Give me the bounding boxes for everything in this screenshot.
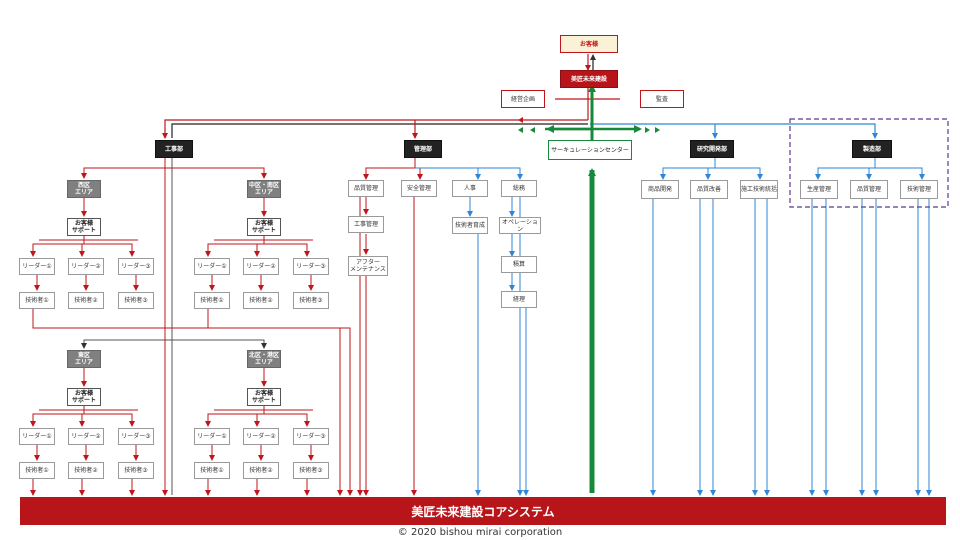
mgmt-construction: 工事管理: [348, 216, 384, 233]
dept-circulation: サーキュレーションセンター: [548, 140, 632, 160]
mfg-dashed-frame: [789, 118, 949, 208]
mfg-unit-1: 生産管理: [800, 180, 838, 199]
area-west: 西区 エリア: [67, 180, 101, 198]
circulation-arrowheads: [518, 117, 660, 133]
mgmt-hr: 人事: [452, 180, 488, 197]
leader-west-2: リーダー②: [68, 258, 104, 275]
support-east: お客様 サポート: [67, 388, 101, 406]
tech-north-2: 技術者②: [243, 462, 279, 479]
dept-management: 管理部: [404, 140, 442, 158]
planning-box: 経営企画: [501, 90, 545, 108]
mgmt-operations: オペレーション: [499, 217, 541, 234]
core-system-bar: 美匠未来建設コアシステム: [20, 497, 946, 525]
tech-north-1: 技術者①: [194, 462, 230, 479]
dept-rnd: 研究開発部: [690, 140, 734, 158]
mgmt-after: アフター メンテナンス: [348, 256, 388, 276]
leader-north-2: リーダー②: [243, 428, 279, 445]
area-central_south: 中区・南区 エリア: [247, 180, 281, 198]
leader-east-3: リーダー③: [118, 428, 154, 445]
tech-west-1: 技術者①: [19, 292, 55, 309]
tech-north-3: 技術者③: [293, 462, 329, 479]
mgmt-accounting: 積算: [501, 256, 537, 273]
support-north: お客様 サポート: [247, 388, 281, 406]
tech-central_south-3: 技術者③: [293, 292, 329, 309]
circulation-lines: [545, 84, 642, 493]
top-links: [162, 54, 878, 139]
dept-construction: 工事部: [155, 140, 193, 158]
tech-central_south-2: 技術者②: [243, 292, 279, 309]
audit-box: 監査: [640, 90, 684, 108]
area-north: 北区・港区 エリア: [247, 350, 281, 368]
leader-east-2: リーダー②: [68, 428, 104, 445]
mgmt-training: 技術者育成: [452, 217, 488, 234]
mgmt-safety: 安全管理: [401, 180, 437, 197]
rnd-lines: [650, 158, 770, 496]
management-lines: [357, 158, 529, 496]
leader-north-1: リーダー①: [194, 428, 230, 445]
support-west: お客様 サポート: [67, 218, 101, 236]
leader-west-3: リーダー③: [118, 258, 154, 275]
leader-central_south-1: リーダー①: [194, 258, 230, 275]
tech-west-3: 技術者③: [118, 292, 154, 309]
leader-central_south-3: リーダー③: [293, 258, 329, 275]
rnd-unit-1: 商品開発: [641, 180, 679, 199]
construction-lines: [81, 158, 267, 496]
copyright: © 2020 bishou mirai corporation: [397, 527, 563, 538]
leader-west-1: リーダー①: [19, 258, 55, 275]
tech-central_south-1: 技術者①: [194, 292, 230, 309]
rnd-unit-2: 品質改善: [690, 180, 728, 199]
company-box: 美匠未来建設: [560, 70, 618, 88]
tech-east-1: 技術者①: [19, 462, 55, 479]
support-central_south: お客様 サポート: [247, 218, 281, 236]
area-lines: [30, 198, 353, 496]
mgmt-general: 総務: [501, 180, 537, 197]
area-east: 東区 エリア: [67, 350, 101, 368]
customer-box: お客様: [560, 35, 618, 53]
mfg-lines: [809, 158, 932, 496]
mfg-unit-2: 品質管理: [850, 180, 888, 199]
leader-north-3: リーダー③: [293, 428, 329, 445]
mgmt-quality: 品質管理: [348, 180, 384, 197]
mgmt-finance: 経理: [501, 291, 537, 308]
leader-central_south-2: リーダー②: [243, 258, 279, 275]
mfg-unit-3: 技術管理: [900, 180, 938, 199]
tech-east-3: 技術者③: [118, 462, 154, 479]
leader-east-1: リーダー①: [19, 428, 55, 445]
tech-west-2: 技術者②: [68, 292, 104, 309]
tech-east-2: 技術者②: [68, 462, 104, 479]
dept-manufacturing: 製造部: [852, 140, 892, 158]
rnd-unit-3: 施工技術統括: [740, 180, 778, 199]
